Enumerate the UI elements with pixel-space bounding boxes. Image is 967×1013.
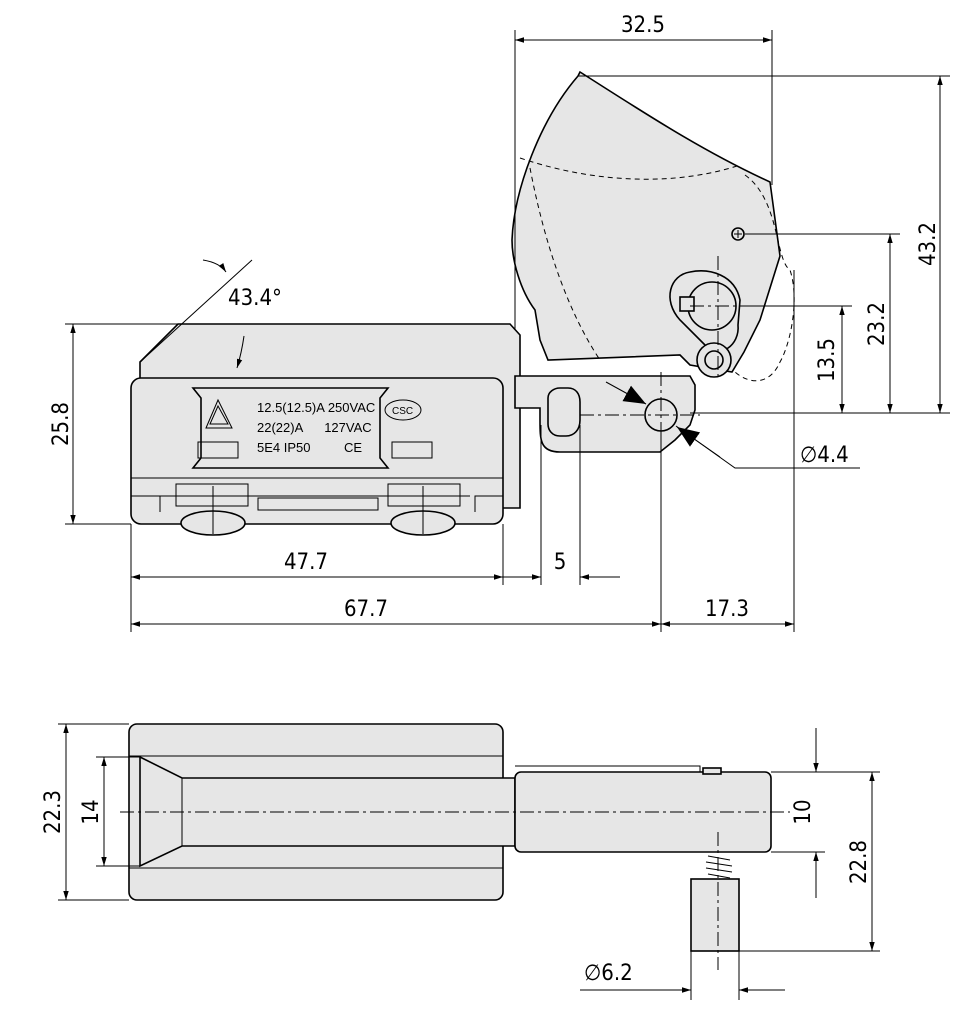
screw-axes bbox=[212, 486, 424, 534]
housing-detail bbox=[131, 495, 503, 512]
ce-mark: CE bbox=[344, 440, 362, 455]
csc-mark-icon bbox=[384, 399, 422, 421]
side-view bbox=[120, 723, 790, 970]
csc-mark-text: CSC bbox=[392, 406, 413, 417]
slot bbox=[547, 387, 581, 437]
warning-triangle-icon bbox=[205, 398, 233, 429]
dim-pin-height: 13.5 bbox=[815, 338, 840, 382]
trigger-hidden-edge-2 bbox=[529, 167, 601, 361]
dim-angle: 43.4° bbox=[228, 286, 282, 311]
dim-trigger-offset: 17.3 bbox=[705, 597, 749, 622]
plunger bbox=[690, 878, 740, 952]
label-line2: 22(22)A 127VAC bbox=[257, 420, 372, 435]
label-line1: 12.5(12.5)A 250VAC bbox=[257, 400, 375, 415]
dim-lever-depth: 22.8 bbox=[847, 840, 872, 884]
side-lever-top bbox=[515, 765, 701, 772]
dim-trigger-height: 43.2 bbox=[916, 222, 941, 266]
dim-top-width: 32.5 bbox=[621, 13, 665, 38]
trigger-lever bbox=[511, 70, 781, 373]
dim-hole-diameter: ∅4.4 bbox=[800, 443, 849, 468]
clip-left bbox=[175, 483, 249, 507]
front-view: 12.5(12.5)A 250VAC 22(22)A 127VAC 5E4 IP… bbox=[130, 70, 795, 536]
lower-pin-inner bbox=[704, 350, 724, 370]
label-line3: 5E4 IP50 bbox=[257, 440, 311, 455]
trigger-hidden-edge bbox=[519, 157, 795, 382]
spring-icon bbox=[705, 855, 733, 879]
rail bbox=[257, 497, 379, 511]
vent-left bbox=[197, 441, 239, 459]
side-dimensions: 22.3 14 10 22.8 ∅6.2 bbox=[41, 723, 880, 1000]
cam-block bbox=[679, 296, 695, 312]
dim-lever-thickness: 10 bbox=[791, 799, 816, 824]
side-lever-tab bbox=[702, 767, 722, 775]
dim-body-height: 25.8 bbox=[49, 402, 74, 446]
front-dimensions: 32.5 43.2 23.2 13.5 25.8 43.4° 47.7 5 bbox=[49, 13, 950, 632]
dim-side-height: 22.3 bbox=[41, 790, 66, 834]
vent-right bbox=[391, 441, 433, 459]
dim-body-length: 47.7 bbox=[284, 550, 328, 575]
dim-plunger-diameter: ∅6.2 bbox=[584, 961, 633, 986]
pivot-cross bbox=[734, 230, 742, 238]
dim-side-inner: 14 bbox=[79, 799, 104, 824]
side-housing-seams bbox=[129, 755, 503, 869]
cam-centerline bbox=[690, 256, 740, 376]
dim-overall-length: 67.7 bbox=[344, 597, 388, 622]
dim-slot-width: 5 bbox=[554, 550, 567, 575]
dim-pivot-height: 23.2 bbox=[865, 302, 890, 346]
label-plate bbox=[191, 387, 390, 469]
clip-right bbox=[387, 483, 461, 507]
